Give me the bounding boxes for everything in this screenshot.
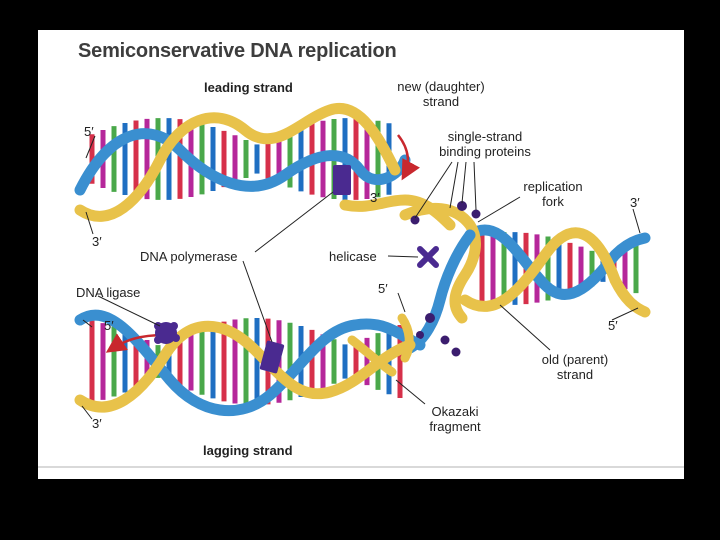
right-gold-backbone — [459, 227, 651, 318]
top-daughter-backbone — [74, 102, 401, 222]
leader-lines — [81, 135, 641, 420]
bottom-blue-backbone — [74, 309, 426, 417]
daughter-strand-label-line1: new (daughter) — [397, 79, 485, 94]
three-prime-bottom-left: 3′ — [92, 416, 102, 431]
parent-strand-label: old (parent) strand — [525, 352, 625, 382]
replication-fork-label-line1: replication — [523, 179, 583, 194]
three-prime-right: 3′ — [630, 195, 640, 210]
daughter-direction-arrow — [397, 134, 420, 181]
right-blue-backbone — [464, 224, 651, 300]
ssb-label-line2: binding proteins — [439, 144, 531, 159]
ssb-proteins — [410, 201, 481, 357]
parent-helix-right — [459, 224, 651, 318]
leading-strand-label: leading strand — [204, 80, 293, 95]
helicase-icon — [417, 246, 439, 268]
parent-strand-label-line1: old (parent) — [541, 352, 609, 367]
bottom-gold-backbone — [74, 320, 416, 413]
five-prime-lagging: 5′ — [378, 281, 388, 296]
daughter-strand-label-line2: strand — [422, 94, 460, 109]
replication-fork-label-line2: fork — [542, 194, 564, 209]
fork-gold-strand — [399, 202, 481, 324]
five-prime-right: 5′ — [608, 318, 618, 333]
dna-ligase-label: DNA ligase — [76, 285, 141, 300]
five-prime-bottom-left: 5′ — [104, 318, 114, 333]
bottom-divider — [38, 466, 684, 468]
diagram-title: Semiconservative DNA replication — [78, 40, 397, 62]
parent-strand-label-line2: strand — [556, 367, 594, 382]
replication-fork-region — [399, 201, 481, 357]
dna-polymerase-label: DNA polymerase — [140, 249, 238, 264]
dna-ligase-icon — [154, 322, 180, 344]
ssb-label-line1: single-strand — [447, 129, 523, 144]
lagging-strand-label: lagging strand — [203, 443, 293, 458]
okazaki-fragment-label-line2: fragment — [429, 419, 481, 434]
top-parent-backbone — [74, 128, 411, 196]
daughter-strand-label: new (daughter) strand — [386, 79, 496, 109]
three-prime-top-left: 3′ — [92, 234, 102, 249]
leading-strand-helix — [74, 102, 456, 231]
ssb-label: single-strand binding proteins — [420, 129, 550, 159]
dna-polymerase-lagging-icon — [259, 340, 285, 374]
lagging-strand-helix — [74, 309, 426, 417]
helicase-label: helicase — [329, 249, 377, 264]
okazaki-fragment-label-line1: Okazaki — [431, 404, 479, 419]
okazaki-fragment-label: Okazaki fragment — [410, 404, 500, 434]
three-prime-leading-end: 3′ — [370, 190, 380, 205]
five-prime-top-left: 5′ — [84, 124, 94, 139]
top-gold-strand-continuation — [339, 194, 456, 231]
replication-fork-label: replication fork — [513, 179, 593, 209]
dna-polymerase-leading-icon — [333, 165, 351, 195]
okazaki-fragments — [347, 313, 414, 377]
figure-panel — [38, 30, 684, 479]
